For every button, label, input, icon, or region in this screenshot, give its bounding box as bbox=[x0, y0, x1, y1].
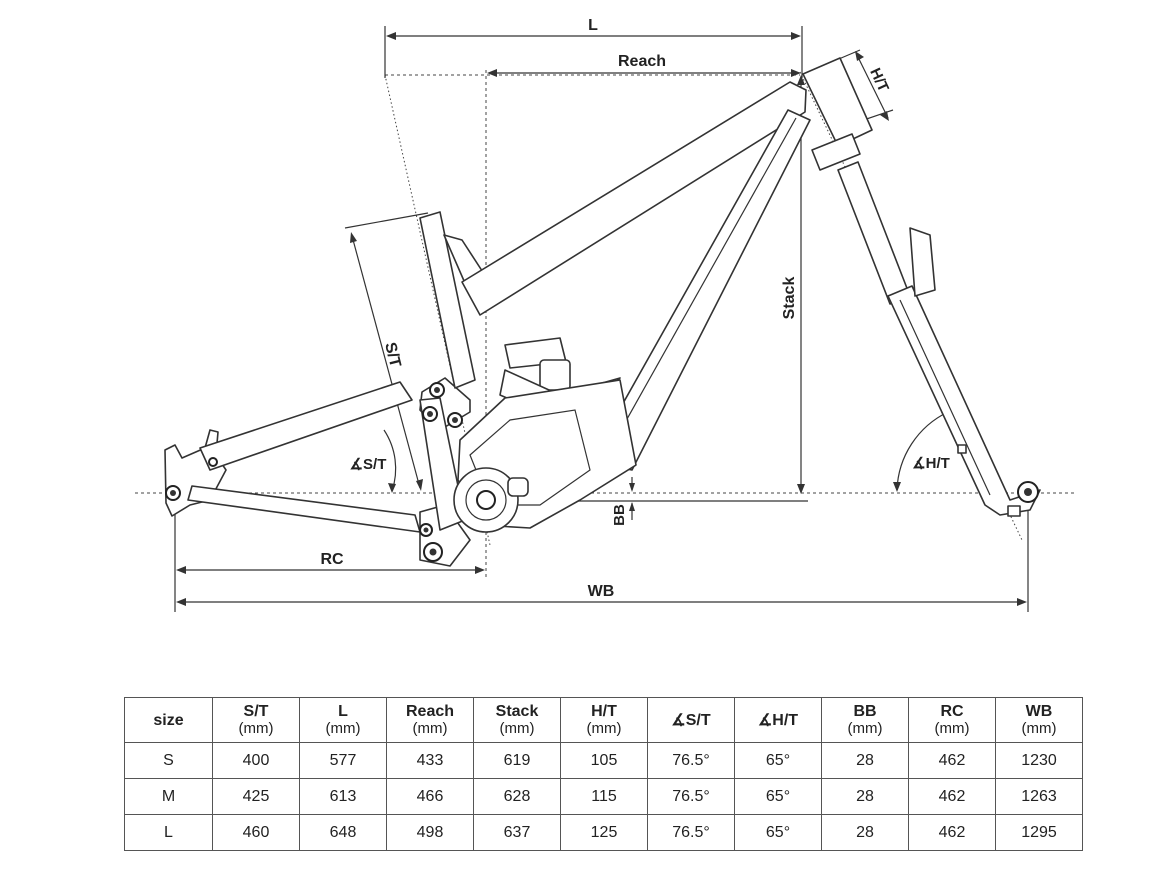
seat-tube bbox=[419, 211, 476, 389]
header-l: L(mm) bbox=[299, 697, 387, 743]
table-row: L 460 648 498 637 125 76.5° 65° 28 462 1… bbox=[124, 814, 1083, 851]
geometry-table: size S/T(mm) L(mm) Reach(mm) Stack(mm) H… bbox=[124, 697, 1083, 851]
seat-stay bbox=[199, 381, 413, 471]
header-ht-angle: ∡H/T bbox=[734, 697, 822, 743]
table-cell: 1263 bbox=[995, 778, 1083, 815]
header-st-angle: ∡S/T bbox=[647, 697, 735, 743]
stack-dimension: Stack bbox=[781, 75, 805, 494]
table-cell: 460 bbox=[212, 814, 300, 851]
table-cell: 498 bbox=[386, 814, 474, 851]
ht-label: H/T bbox=[866, 66, 892, 95]
table-cell: 76.5° bbox=[647, 778, 735, 815]
top-tube bbox=[461, 81, 807, 316]
header-wb: WB(mm) bbox=[995, 697, 1083, 743]
table-cell: 76.5° bbox=[647, 814, 735, 851]
table-cell: 462 bbox=[908, 778, 996, 815]
table-cell: 65° bbox=[734, 778, 822, 815]
frame-pivots bbox=[165, 382, 1039, 562]
table-cell: 28 bbox=[821, 778, 909, 815]
table-cell: M bbox=[124, 778, 213, 815]
headset bbox=[811, 133, 861, 171]
st-label: S/T bbox=[381, 341, 404, 369]
table-cell: 115 bbox=[560, 778, 648, 815]
rc-dimension: RC bbox=[176, 551, 485, 574]
stack-label: Stack bbox=[781, 277, 798, 320]
reach-label: Reach bbox=[618, 53, 666, 70]
fork-arch bbox=[909, 227, 936, 297]
table-row: M 425 613 466 628 115 76.5° 65° 28 462 1… bbox=[124, 778, 1083, 815]
st-angle-label: ∡S/T bbox=[350, 456, 387, 473]
bottom-bracket-center bbox=[476, 490, 496, 510]
table-cell: 65° bbox=[734, 814, 822, 851]
table-cell: S bbox=[124, 742, 213, 779]
bb-label: BB bbox=[611, 504, 628, 526]
table-cell: 28 bbox=[821, 814, 909, 851]
l-dimension: L bbox=[384, 17, 803, 78]
shock-reservoir bbox=[539, 359, 571, 391]
frame-geometry-diagram: L Reach Stack H/T S/T ∡S/T bbox=[135, 17, 1075, 612]
header-rc: RC(mm) bbox=[908, 697, 996, 743]
table-cell: 462 bbox=[908, 742, 996, 779]
table-cell: 1230 bbox=[995, 742, 1083, 779]
table-cell: 637 bbox=[473, 814, 561, 851]
rc-label: RC bbox=[320, 551, 344, 568]
table-cell: 105 bbox=[560, 742, 648, 779]
table-cell: 648 bbox=[299, 814, 387, 851]
l-label: L bbox=[588, 17, 598, 34]
header-bb: BB(mm) bbox=[821, 697, 909, 743]
wb-label: WB bbox=[588, 583, 615, 600]
table-cell: 613 bbox=[299, 778, 387, 815]
fork-lower bbox=[887, 285, 1041, 516]
table-cell: 76.5° bbox=[647, 742, 735, 779]
table-cell: 628 bbox=[473, 778, 561, 815]
table-header-row: size S/T(mm) L(mm) Reach(mm) Stack(mm) H… bbox=[124, 697, 1083, 743]
table-cell: 65° bbox=[734, 742, 822, 779]
table-cell: L bbox=[124, 814, 213, 851]
header-reach: Reach(mm) bbox=[386, 697, 474, 743]
table-cell: 425 bbox=[212, 778, 300, 815]
bb-dimension: BB bbox=[611, 477, 635, 526]
header-ht: H/T(mm) bbox=[560, 697, 648, 743]
st-angle-marker: ∡S/T bbox=[350, 429, 397, 493]
fork-stanchion bbox=[837, 161, 911, 305]
wb-dimension: WB bbox=[176, 583, 1027, 606]
reach-dimension: Reach bbox=[487, 53, 801, 77]
header-size: size bbox=[124, 697, 213, 743]
table-cell: 28 bbox=[821, 742, 909, 779]
bike-frame bbox=[164, 57, 1041, 567]
st-dimension: S/T bbox=[344, 212, 429, 491]
table-cell: 466 bbox=[386, 778, 474, 815]
table-cell: 400 bbox=[212, 742, 300, 779]
table-cell: 577 bbox=[299, 742, 387, 779]
ht-angle-marker: ∡H/T bbox=[893, 411, 951, 492]
header-st: S/T(mm) bbox=[212, 697, 300, 743]
table-cell: 462 bbox=[908, 814, 996, 851]
table-cell: 1295 bbox=[995, 814, 1083, 851]
table-cell: 433 bbox=[386, 742, 474, 779]
head-tube bbox=[802, 57, 873, 147]
table-row: S 400 577 433 619 105 76.5° 65° 28 462 1… bbox=[124, 742, 1083, 779]
header-stack: Stack(mm) bbox=[473, 697, 561, 743]
ht-angle-label: ∡H/T bbox=[912, 455, 950, 472]
table-cell: 125 bbox=[560, 814, 648, 851]
table-cell: 619 bbox=[473, 742, 561, 779]
